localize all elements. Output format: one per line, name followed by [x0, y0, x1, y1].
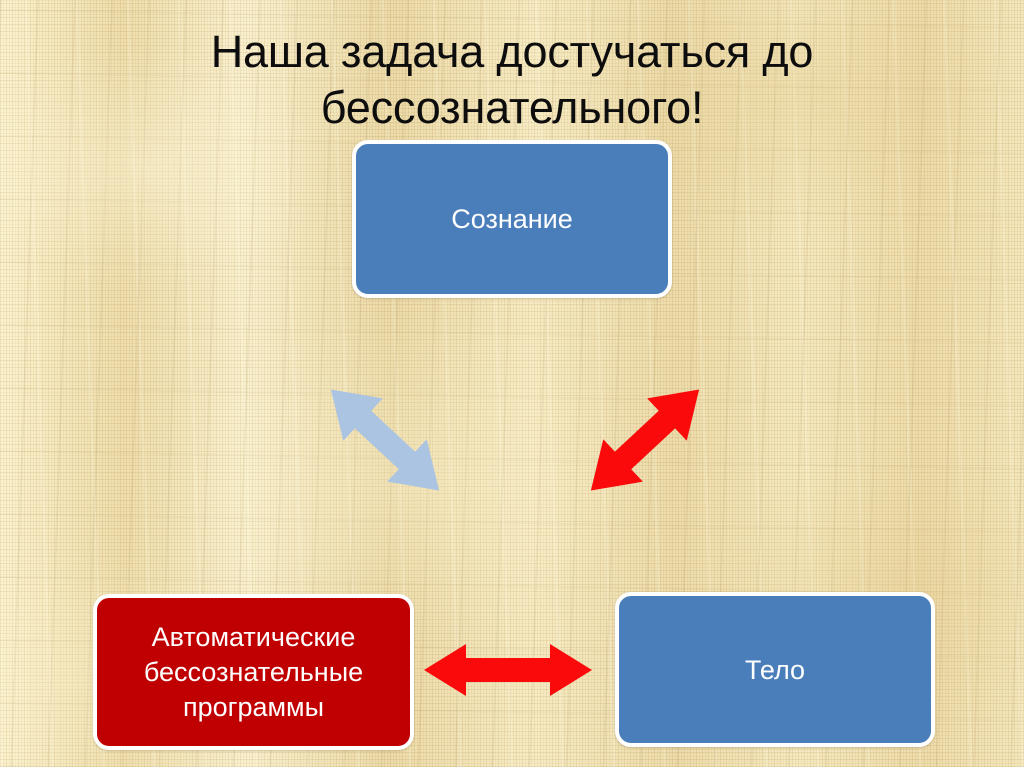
- node-consciousness[interactable]: Сознание: [352, 140, 672, 298]
- node-automatic-unconscious-programs[interactable]: Автоматические бессознательные программы: [93, 594, 414, 750]
- arrow-programs-to-body-icon: [424, 644, 592, 696]
- node-body[interactable]: Тело: [615, 592, 935, 747]
- slide-title: Наша задача достучаться до бессознательн…: [210, 26, 814, 133]
- node-programs-label: Автоматические бессознательные программы: [143, 621, 364, 722]
- node-consciousness-label: Сознание: [451, 204, 573, 234]
- node-body-label: Тело: [744, 654, 806, 685]
- arrow-consciousness-to-body-icon: [590, 389, 700, 491]
- arrow-programs-to-consciousness-icon: [330, 389, 440, 491]
